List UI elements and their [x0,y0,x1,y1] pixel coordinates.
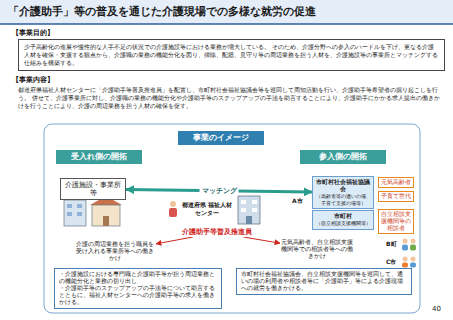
callout-text: 元気高齢者、自立相談支援機関等での相談者等への働きかけ [280,238,354,261]
center-building-icon [238,196,260,224]
node-text: 介護助手等普及推進員 [176,228,258,237]
building-window [241,208,246,212]
person-body [410,263,416,268]
node-text: 子育て世代 [380,193,412,200]
node-text: 受入れ側の開拓 [56,150,142,164]
place-name: A市 [292,197,303,204]
section-header: 事業のイメージ [178,131,264,145]
staff-person-icon [169,201,177,217]
person-head [403,239,408,244]
section-heading: 【事業内容】 [12,76,54,85]
person-head [170,201,176,207]
node-text: 【事業目的】 [12,29,445,38]
person-body [169,208,177,217]
node-text: 元気高齢者、自立相談支援機関等での相談者等への働きかけ [281,239,353,260]
connector-arrow [156,237,193,244]
organization-box: 市町村社会福祉協議会（高齢者等の通いの場、子育て支援の場等） [312,176,374,209]
node-text: 元気高齢者 [380,179,412,186]
person-head [411,239,416,244]
building-body [64,200,86,226]
purpose-panel: 【事業目的】少子高齢化の進展や慢性的な人手不足の状況での介護施設等における業務が… [12,29,445,71]
node-subtext: 少子高齢化の進展や慢性的な人手不足の状況での介護施設等における業務が増大している… [18,39,445,71]
building-body [92,205,120,226]
building-door [246,216,252,224]
building-window [67,212,72,216]
building-window [67,204,72,208]
organization-box: 市町村（自立相談支援機関等） [312,210,374,230]
outreach-box: 市町村社会福祉協議会、自立相談支援機関等を巡回して、通いの場の利用者や相談者等に… [236,268,412,295]
advice-box: ・介護施設における専門職と介護助手等が担う周辺業務との機能分化と業務の切り出し・… [54,268,222,309]
building-window [241,200,246,204]
person-head [411,257,416,262]
node-subtext: （高齢者等の通いの場、子育て支援の場等） [315,193,371,206]
facility-box: 介護施設・事業所等 [60,178,126,200]
staff-box: 介護助手等普及推進員 [176,228,258,237]
title-text: 「介護助手」等の普及を通じた介護現場での多様な就労の促進 [8,5,316,19]
building-window [77,212,82,216]
node-text: 介護施設・事業所等 [63,181,123,197]
title-underline [0,23,453,25]
node-text: 市町村社会福祉協議会、自立相談支援機関等を巡回して、通いの場の利用者や相談者等に… [241,271,407,292]
node-text: 市町村社会福祉協議会 [315,179,371,193]
section-header: 参入側の開拓 [300,150,386,164]
place-name: C市 [386,258,396,265]
node-text: 都道府県 福祉人材センター [180,201,234,216]
node-text: ・介護施設における専門職と介護助手等が担う周辺業務との機能分化と業務の切り出し [59,271,217,285]
node-text: 市町村 [315,213,371,220]
people-icon [402,239,416,268]
section-header: 受入れ側の開拓 [56,150,142,164]
connector-arrow [243,237,280,243]
person-head [403,257,408,262]
title-band [0,0,453,24]
person-body [402,263,408,268]
node-subtext: ・介護助手等のステップアップの手法等について助言するとともに、福祉人材センターへ… [59,285,217,306]
building-window [252,200,257,204]
node-text: 事業のイメージ [178,131,264,145]
building-door [103,216,109,226]
node-text: 参入側の開拓 [300,150,386,164]
body-text: 都道府県福祉人材センターに「介護助手等普及推進員」を配置し、市町村社会福祉協議会… [18,86,445,110]
building-window [252,208,257,212]
node-text: 介護の周辺業務を担う職員を受け入れる事業所等への働きかけ [75,241,155,262]
building-body [238,196,260,224]
target-tag: 自立相談支援機関等の相談者 [378,209,414,234]
diagram-frame [44,124,420,313]
connector-label: マッチング [200,186,239,195]
node-text: 自立相談支援機関等の相談者 [380,211,412,232]
node-subtext: （自立相談支援機関等） [315,220,371,227]
facility-building-icon [64,196,122,226]
target-tag: 子育て世代 [378,191,414,202]
place-name: B町 [386,240,397,247]
page-number: 40 [432,305,441,314]
building-window [77,204,82,208]
callout-text: 介護の周辺業務を担う職員を受け入れる事業所等への働きかけ [74,240,156,263]
center-box: 都道府県 福祉人材センター [180,201,234,216]
person-body [402,245,408,251]
person-body [410,245,416,251]
target-tag: 元気高齢者 [378,177,414,188]
